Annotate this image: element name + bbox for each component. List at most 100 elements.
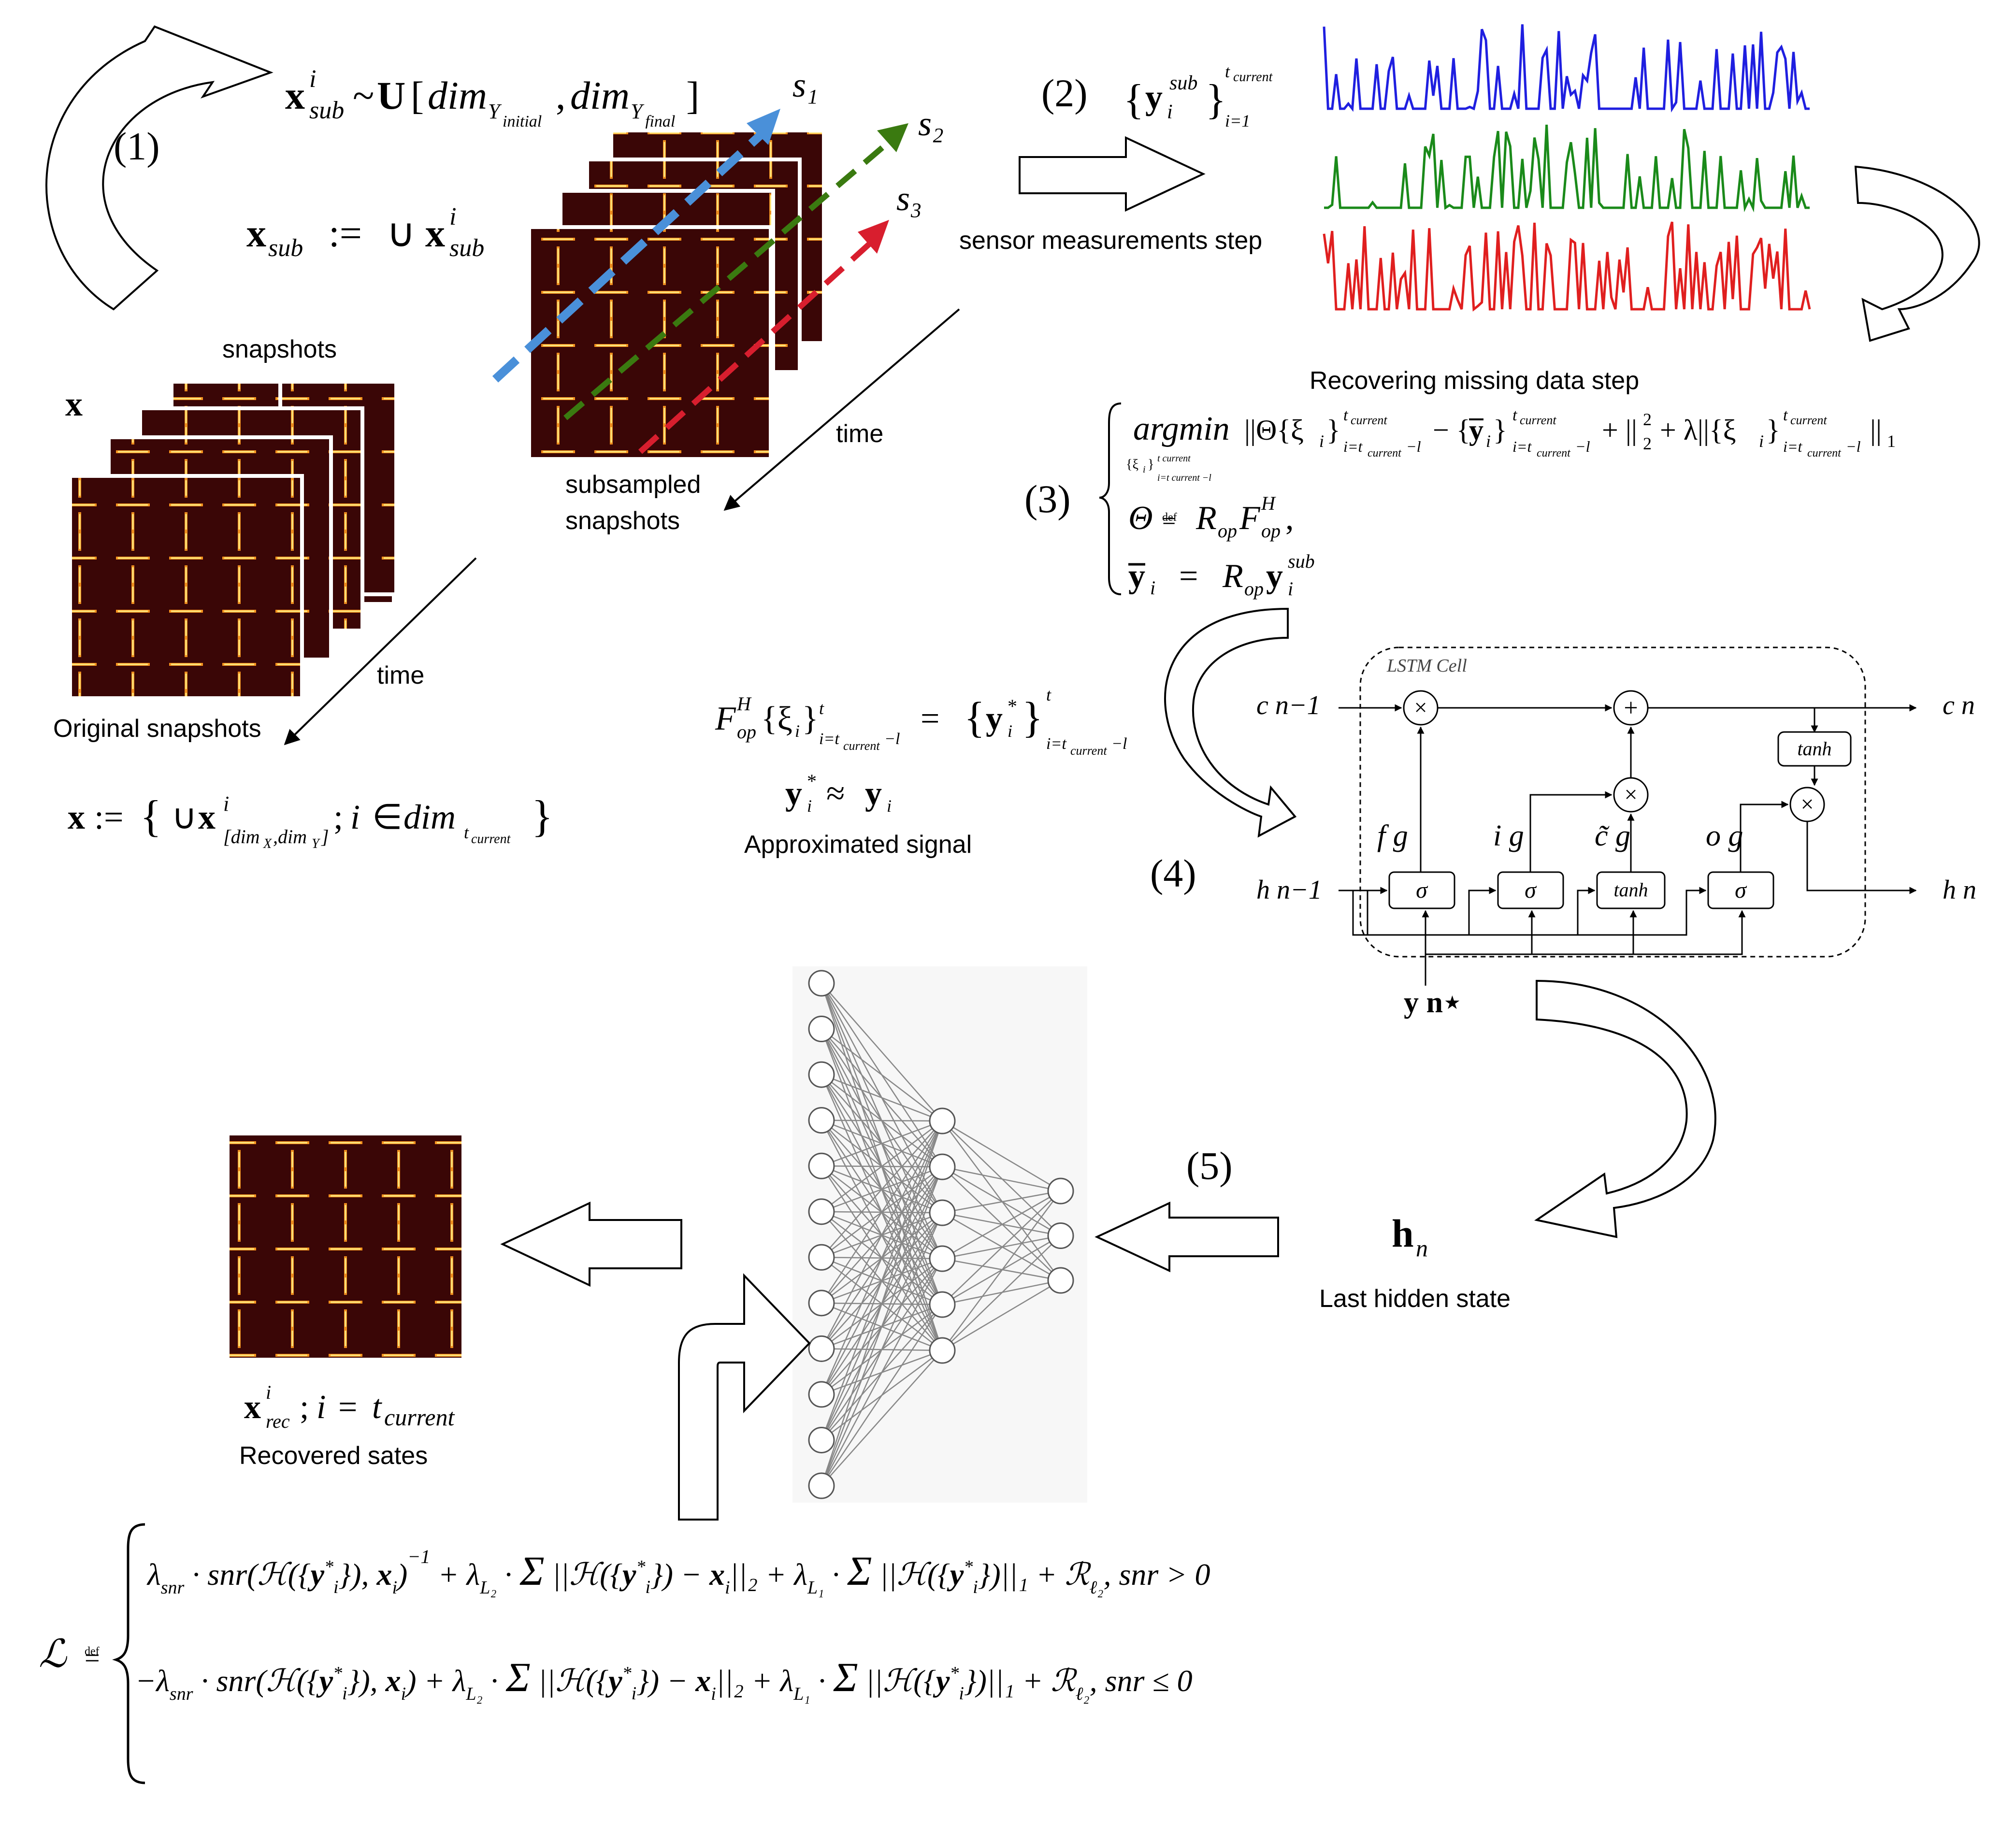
nn-connection <box>821 1074 943 1122</box>
nn-neuron-layer-3 <box>1047 1267 1074 1294</box>
nn-neuron-layer-2 <box>929 1107 956 1134</box>
svg-text:=: = <box>1179 558 1198 595</box>
svg-text::=: := <box>329 211 362 255</box>
svg-text:current: current <box>843 739 880 753</box>
svg-text:*: * <box>807 770 817 792</box>
svg-text:i: i <box>887 796 892 816</box>
step3-label: (3) <box>1024 477 1071 521</box>
sensor-signal-s3 <box>1323 221 1811 312</box>
nn-connection <box>821 1212 943 1486</box>
svg-text:}: } <box>1766 414 1780 446</box>
sensor-arrowhead-s3 <box>858 220 889 254</box>
svg-text:x: x <box>285 73 305 117</box>
sensor-line-s1 <box>492 122 774 383</box>
svg-text:X: X <box>263 836 272 851</box>
svg-text:− {: − { <box>1433 414 1470 446</box>
nn-connection <box>941 1191 1062 1351</box>
svg-text:||: || <box>1870 414 1882 446</box>
svg-text:−l: −l <box>1575 438 1590 455</box>
svg-text:{ξ: {ξ <box>1126 457 1138 472</box>
nn-neuron-layer-2 <box>929 1245 956 1272</box>
svg-text:t: t <box>819 699 824 718</box>
subsampled-label-line1: subsampled <box>565 471 701 499</box>
svg-text:rec: rec <box>266 1410 290 1432</box>
svg-text:t: t <box>1343 406 1349 424</box>
argmin-formula: argmin ||Θ{ξ i } t current i=t current −… <box>1126 406 1896 483</box>
nn-neuron-layer-1 <box>808 1016 835 1043</box>
svg-text:∪: ∪ <box>387 211 416 255</box>
time-label-right: time <box>836 420 883 448</box>
lstm-forget-gate <box>1388 871 1455 909</box>
svg-text:current: current <box>1790 413 1827 427</box>
step3-curve-arrow <box>1854 165 1980 342</box>
nn-connection <box>821 1120 943 1395</box>
svg-text:sub: sub <box>1288 550 1315 572</box>
subsampled-snapshots-stack <box>527 129 826 461</box>
sensor-line-s2 <box>563 135 896 420</box>
step3-brace <box>1099 402 1122 595</box>
lstm-to-hn-curve-arrow <box>1534 979 1716 1238</box>
nn-connection <box>821 1166 943 1486</box>
svg-text:op: op <box>1244 578 1264 600</box>
step5-label: (5) <box>1186 1144 1233 1188</box>
svg-text:Θ: Θ <box>1128 500 1153 537</box>
svg-text:=: = <box>1162 507 1176 534</box>
svg-text:i: i <box>1143 464 1146 475</box>
recovering-step-label: Recovering missing data step <box>1310 367 1639 395</box>
svg-text::=: := <box>94 798 124 836</box>
nn-neuron-layer-1 <box>808 1061 835 1088</box>
lstm-forget-multiply <box>1403 690 1439 726</box>
svg-text:x: x <box>244 1389 261 1426</box>
nn-connection <box>821 1304 943 1486</box>
svg-text:i: i <box>795 721 800 741</box>
svg-text:y: y <box>785 775 802 812</box>
loss-row2: −λsnr · snr(ℋ({y*i}), xi) + λL₂ · Σ ||ℋ(… <box>135 1654 1193 1704</box>
svg-text:}: } <box>1148 457 1154 472</box>
sensor-label-s2: s₂ <box>918 104 944 143</box>
svg-text:}: } <box>1326 414 1340 446</box>
nn-connection <box>821 1120 943 1440</box>
svg-text:||Θ{ξ: ||Θ{ξ <box>1244 414 1304 446</box>
sensor-arrowhead-s1 <box>747 109 780 145</box>
nn-neuron-layer-2 <box>929 1337 956 1364</box>
svg-text:current: current <box>1233 70 1273 85</box>
nn-connection <box>821 1120 943 1167</box>
svg-text:t: t <box>372 1389 382 1426</box>
nn-neuron-layer-1 <box>808 1290 835 1317</box>
svg-text:current: current <box>1807 447 1842 459</box>
svg-text:,: , <box>556 73 566 117</box>
lstm-cell-border <box>1359 646 1866 958</box>
nn-neuron-layer-1 <box>808 1198 835 1225</box>
svg-text:i: i <box>1759 431 1764 451</box>
svg-text:current: current <box>1368 447 1402 459</box>
svg-text:+ ||: + || <box>1602 414 1637 446</box>
nn-connection <box>821 1258 943 1486</box>
nn-connection <box>821 1120 943 1486</box>
svg-text:t: t <box>464 823 469 842</box>
svg-text:current: current <box>1537 447 1571 459</box>
nn-connection <box>821 1028 943 1121</box>
svg-text:+ λ||{ξ: + λ||{ξ <box>1660 414 1736 446</box>
lstm-h-next: h n <box>1943 875 1976 905</box>
nn-connection <box>942 1120 1061 1192</box>
svg-text:i: i <box>1150 577 1155 599</box>
svg-text:≈: ≈ <box>826 775 845 812</box>
xsub-uniform-formula: x i sub ~ U [ dim Υ initial , dim Υ fina… <box>285 65 699 130</box>
lstm-cell-title: LSTM Cell <box>1386 656 1467 676</box>
svg-text:~: ~ <box>353 73 374 117</box>
nn-connection <box>942 1191 1061 1305</box>
nn-connection <box>821 1120 943 1258</box>
xrec-formula: x i rec ; i = t current <box>244 1381 455 1432</box>
lstm-add-node <box>1613 690 1649 726</box>
svg-text:{: { <box>964 694 985 742</box>
svg-text:current: current <box>1351 413 1387 427</box>
svg-text:[: [ <box>411 73 424 117</box>
lstm-c-prev: c n−1 <box>1256 690 1321 720</box>
svg-text:n: n <box>1416 1234 1428 1262</box>
lstm-input-sigma: σ <box>1525 877 1537 903</box>
svg-text:t: t <box>1783 406 1788 424</box>
x-definition-formula: x := { ∪ x i [dim X ,dim Y ] ; i ∈ dim t… <box>68 791 553 851</box>
svg-text:×: × <box>1800 791 1814 817</box>
svg-text:Υ: Υ <box>488 100 502 123</box>
lstm-ig-label: i g <box>1493 819 1524 852</box>
